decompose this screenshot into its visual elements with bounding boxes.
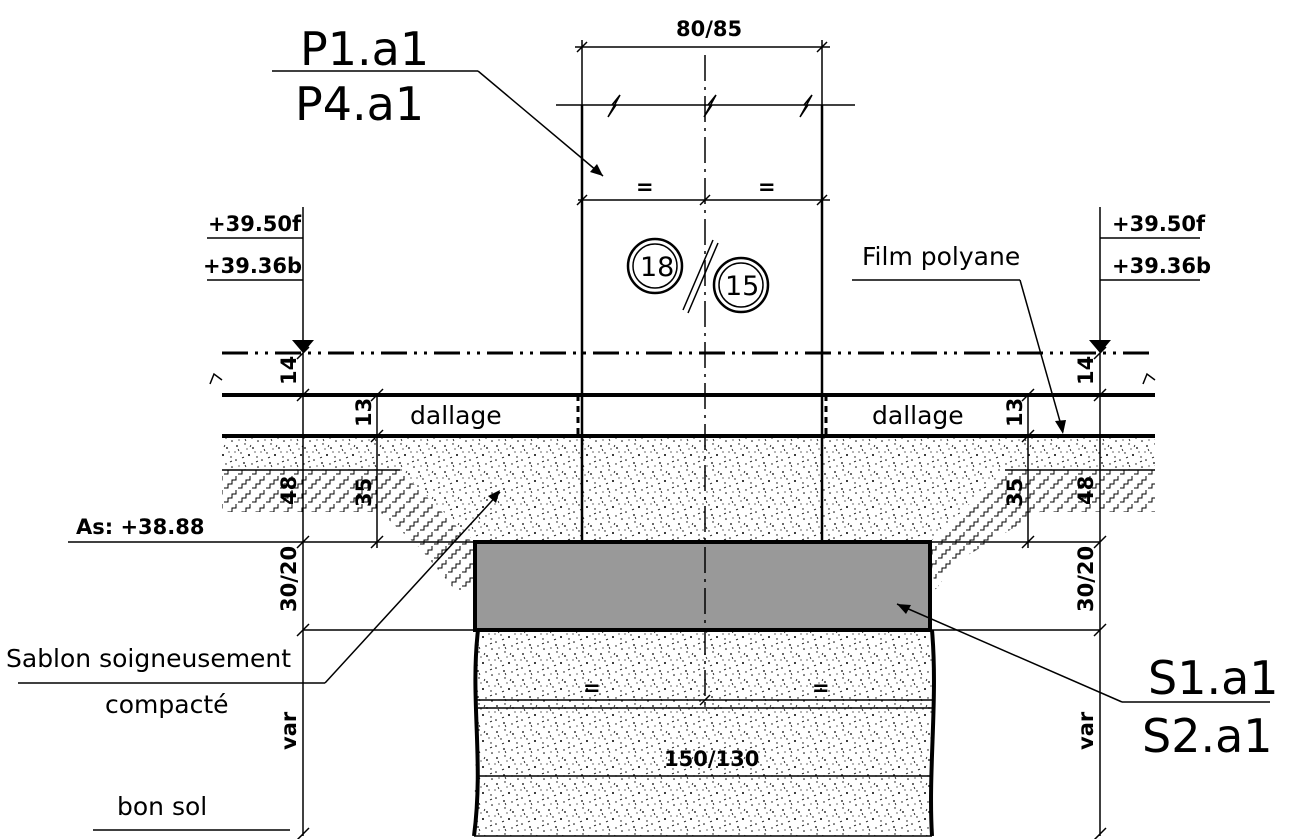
leader-sand — [324, 491, 501, 684]
right-dim-35: 35 — [1003, 478, 1027, 507]
dim-column-width — [575, 40, 830, 105]
section-slash — [682, 239, 719, 314]
good-soil-label: bon sol — [117, 792, 207, 821]
right-dim-30-20: 30/20 — [1074, 546, 1098, 612]
leader-film — [1019, 279, 1064, 433]
right-dim-48: 48 — [1074, 476, 1098, 505]
section-mark-15 — [712, 256, 770, 314]
right-dim-14: 14 — [1074, 356, 1098, 385]
left-dim-13: 13 — [352, 398, 376, 427]
dim-half-right: = — [758, 175, 776, 199]
sand-label-line1: Sablon soigneusement — [6, 644, 291, 673]
natural-ground-hatch — [222, 470, 1155, 590]
right-dim-chains — [932, 346, 1155, 839]
slab-label-left: dallage — [410, 401, 502, 430]
ref-column-top: P1.a1 — [300, 22, 429, 76]
left-dim-30-20: 30/20 — [277, 546, 301, 612]
dim-column-width-text: 80/85 — [676, 17, 742, 41]
right-dim-13: 13 — [1003, 398, 1027, 427]
section-mark-15-text: 15 — [725, 271, 759, 302]
leader-column — [477, 70, 604, 177]
ref-footing-bottom: S2.a1 — [1142, 709, 1273, 763]
right-level-marker — [1089, 207, 1200, 353]
left-dim-var: var — [277, 711, 301, 750]
left-dim-14: 14 — [277, 356, 301, 385]
section-mark-18-text: 18 — [640, 252, 674, 283]
left-dim-chains — [222, 346, 478, 839]
right-level-finish: +39.50f — [1112, 212, 1206, 236]
footing-seat-level: As: +38.88 — [76, 515, 204, 539]
dim-column-halves — [576, 194, 830, 206]
ref-footing-top: S1.a1 — [1148, 651, 1279, 705]
footing — [473, 540, 932, 632]
dim-half-left: = — [636, 175, 654, 199]
left-level-raw: +39.36b — [203, 254, 302, 278]
left-level-marker — [207, 207, 314, 353]
dim-footing-half-left: = — [583, 676, 601, 700]
ref-column-bottom: P4.a1 — [295, 77, 424, 131]
left-dim-35: 35 — [352, 478, 376, 507]
dim-footing — [476, 694, 932, 706]
sand-fill — [222, 438, 1155, 542]
slab-label-right: dallage — [872, 401, 964, 430]
sand-below-footing — [472, 629, 936, 837]
film-label: Film polyane — [862, 242, 1020, 271]
right-dim-var: var — [1074, 711, 1098, 750]
left-level-finish: +39.50f — [208, 212, 302, 236]
section-mark-18 — [626, 237, 684, 295]
left-dim-48: 48 — [277, 476, 301, 505]
right-level-raw: +39.36b — [1112, 254, 1211, 278]
dim-footing-half-right: = — [812, 676, 830, 700]
dim-footing-width: 150/130 — [664, 747, 759, 771]
sand-label-line2: compacté — [105, 690, 229, 719]
leader-footing — [896, 603, 1123, 703]
